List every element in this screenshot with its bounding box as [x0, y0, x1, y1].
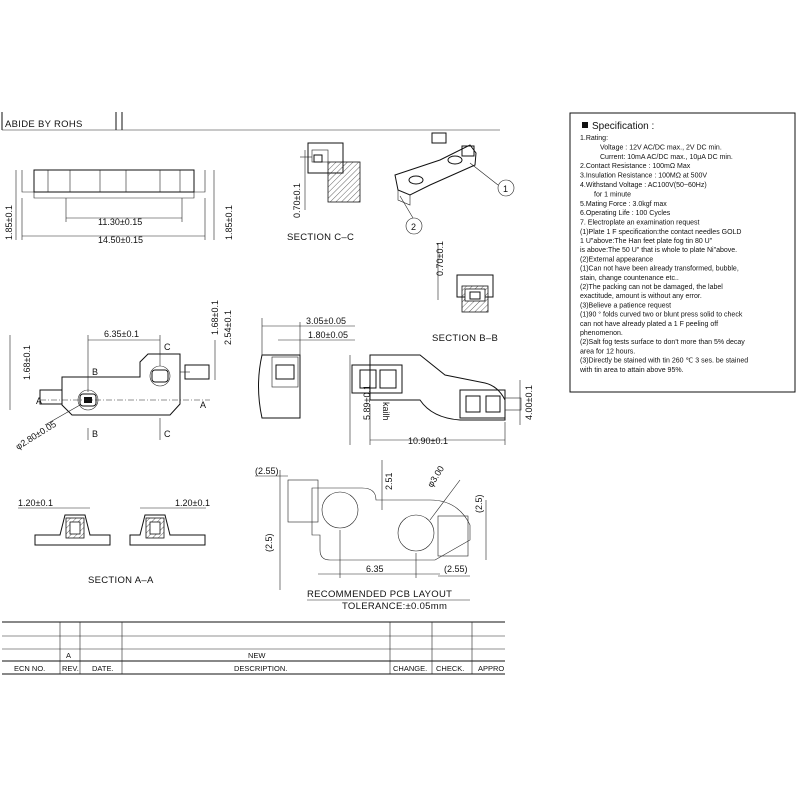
top-elevation-view: 11.30±0.15 14.50±0.15 1.85±0.1 1.85±0.1: [4, 169, 234, 245]
section-bb-title: SECTION B–B: [432, 333, 498, 344]
marker-a-left: A: [36, 396, 42, 406]
section-c-c: 0.70±0.1 SECTION C–C: [287, 142, 361, 243]
plan-view: 6.35±0.1 1.68±0.1 2.54±0.1 1.68±0.1 φ2.8…: [9, 300, 233, 452]
spec-line: can not have already plated a 1 F peelin…: [580, 321, 718, 328]
spec-line: (1)90 ° folds curved two or blunt press …: [580, 311, 743, 319]
hdr-description: DESCRIPTION.: [234, 664, 287, 673]
spec-line: stain, change countenance etc..: [580, 275, 679, 282]
top-view-2: kailh 5.89±0.1 4.00±0.1 10.90±0.1: [349, 354, 534, 446]
spec-line: (2)External appearance: [580, 256, 653, 263]
section-cc-dim: 0.70±0.1: [292, 183, 302, 218]
spec-line: is above:The 50 U" that is whole to plat…: [580, 247, 737, 254]
top2-dim-width: 10.90±0.1: [408, 436, 448, 446]
dim-left-height: 1.85±0.1: [4, 205, 14, 240]
spec-line: area for 12 hours.: [580, 348, 635, 355]
section-a-a: 1.20±0.1 1.20±0.1 SECTION A–A: [18, 498, 210, 586]
spec-line: 4.Withstand Voltage : AC100V(50~60Hz): [580, 182, 707, 189]
spec-title: Specification :: [592, 121, 654, 132]
hdr-ecn: ECN NO.: [14, 664, 45, 673]
spec-line: Voltage : 12V AC/DC max., 2V DC min.: [600, 144, 722, 151]
marker-b-top: B: [92, 367, 98, 377]
pcb-dim-pitch: 6.35: [366, 564, 384, 574]
plan-dim-left: 1.68±0.1: [22, 345, 32, 380]
rohs-header: ABIDE BY ROHS: [1, 112, 500, 131]
spec-line: (3)Believe a patience request: [580, 302, 671, 309]
spec-line: (1)Plate 1 F specification:the contact n…: [580, 229, 741, 236]
top2-dim-left: 5.89±0.1: [362, 385, 372, 420]
pcb-dim-left-height: (2.5): [264, 533, 274, 552]
brand-label: kailh: [381, 402, 391, 421]
isometric-view: 1 2: [394, 132, 515, 235]
spec-line: exactitude, amount is without any error.: [580, 293, 702, 300]
spec-line: 5.Mating Force : 3.0kgf max: [580, 201, 667, 208]
callout-1: 1: [503, 184, 508, 194]
spec-line: (2)Salt fog tests surface to don't more …: [580, 339, 745, 346]
plan-dim-hole: φ2.80±0.05: [14, 419, 58, 452]
section-aa-dim-right: 1.20±0.1: [175, 498, 210, 508]
dim-right-height: 1.85±0.1: [224, 205, 234, 240]
section-aa-title: SECTION A–A: [88, 575, 154, 586]
hdr-appro: APPRO: [478, 664, 504, 673]
spec-line: phenomenon.: [580, 330, 623, 337]
rev-value: A: [66, 651, 71, 660]
spec-line: 2.Contact Resistance : 100mΩ Max: [580, 163, 691, 170]
marker-c-bottom: C: [164, 429, 171, 439]
hdr-date: DATE.: [92, 664, 114, 673]
side-view: 3.05±0.05 1.80±0.05: [258, 316, 355, 419]
plan-dim-pitch: 6.35±0.1: [104, 329, 139, 339]
spec-line: 3.Insulation Resistance : 100MΩ at 500V: [580, 173, 707, 180]
marker-b-bottom: B: [92, 429, 98, 439]
spec-line: 1.Rating:: [580, 135, 608, 142]
pcb-title: RECOMMENDED PCB LAYOUT: [307, 589, 452, 600]
section-bb-dim: 0.70±0.1: [435, 241, 445, 276]
pcb-dim-diameter: φ3.00: [425, 464, 446, 489]
dim-overall-width: 14.50±0.15: [98, 235, 143, 245]
top2-dim-right: 4.00±0.1: [524, 385, 534, 420]
hdr-change: CHANGE.: [393, 664, 427, 673]
pcb-layout: (2.55) 2.51 φ3.00 (2.5) (2.5) 6.35 (2.55…: [255, 460, 487, 612]
pcb-tolerance: TOLERANCE:±0.05mm: [342, 601, 447, 612]
desc-value: NEW: [248, 651, 266, 660]
plan-dim-height-2: 2.54±0.1: [223, 310, 233, 345]
dim-inner-width: 11.30±0.15: [98, 217, 142, 227]
spec-line: 1 U"above:The Han feet plate fog tin 80 …: [580, 238, 713, 245]
specification-box: Specification : 1.Rating: Voltage : 12V A…: [569, 112, 796, 393]
side-dim-depth-1: 3.05±0.05: [306, 316, 346, 326]
spec-line: (1)Can not have been already transformed…: [580, 266, 739, 273]
marker-c-top: C: [164, 342, 171, 352]
hdr-rev: REV.: [62, 664, 79, 673]
section-b-b: 0.70±0.1 SECTION B–B: [432, 241, 498, 344]
spec-line: (2)The packing can not be damaged, the l…: [580, 284, 723, 291]
pcb-dim-top-left: (2.55): [255, 466, 279, 476]
pcb-dim-bottom-right: (2.55): [444, 564, 468, 574]
spec-line: for 1 minute: [594, 191, 631, 198]
plan-dim-height-1: 1.68±0.1: [210, 300, 220, 335]
title-block: A NEW ECN NO. REV. DATE. DESCRIPTION. CH…: [2, 621, 505, 675]
marker-a-right: A: [200, 400, 206, 410]
section-aa-dim-left: 1.20±0.1: [18, 498, 53, 508]
pcb-dim-right-height: (2.5): [474, 494, 484, 513]
spec-line: 7. Electroplate an examination request: [580, 220, 700, 227]
spec-line: with tin area to attain above 95%.: [579, 367, 684, 374]
spec-line: 6.Operating Life : 100 Cycles: [580, 210, 671, 217]
callout-2: 2: [411, 222, 416, 232]
spec-line: Current: 10mA AC/DC max., 10μA DC min.: [600, 154, 733, 161]
spec-lines: 1.Rating: Voltage : 12V AC/DC max., 2V DC…: [579, 135, 748, 374]
hdr-check: CHECK.: [436, 664, 464, 673]
spec-line: (3)Directly be stained with tin 260 ℃ 3 …: [580, 358, 748, 365]
section-cc-title: SECTION C–C: [287, 232, 354, 243]
rohs-label: ABIDE BY ROHS: [5, 119, 83, 130]
pcb-dim-center: 2.51: [384, 472, 394, 490]
side-dim-depth-2: 1.80±0.05: [308, 330, 348, 340]
